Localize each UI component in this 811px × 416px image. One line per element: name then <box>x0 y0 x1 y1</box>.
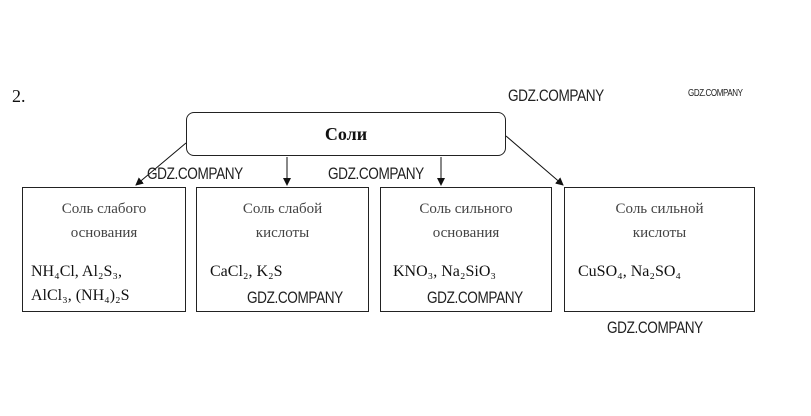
watermark: GDZ.COMPANY <box>688 88 743 99</box>
watermark: GDZ.COMPANY <box>147 164 243 183</box>
formula-line: CaCl₂, K₂S <box>210 263 283 280</box>
category-title: кислоты <box>255 225 310 241</box>
watermark: GDZ.COMPANY <box>427 288 523 307</box>
task-number: 2. <box>12 86 26 106</box>
category-title: Соль слабого <box>61 201 147 217</box>
category-box-strong-base: Соль сильного основания KNO₃, Na₂SiO₃ <box>380 187 552 312</box>
category-box-strong-acid: Соль сильной кислоты CuSO₄, Na₂SO₄ <box>564 187 755 312</box>
arrow-to-weak-base <box>135 142 187 186</box>
formula-line: KNO₃, Na₂SiO₃ <box>393 263 496 280</box>
category-box-weak-acid: Соль слабой кислоты CaCl₂, K₂S <box>196 187 369 312</box>
root-node-salts: Соли <box>186 112 506 156</box>
category-title: основания <box>432 225 500 241</box>
category-title: основания <box>70 225 138 241</box>
category-title: Соль слабой <box>242 201 323 217</box>
formula-line: CuSO₄, Na₂SO₄ <box>578 263 681 280</box>
category-title: Соль сильного <box>419 201 513 217</box>
formula-line: AlCl₃, (NH₄)₂S <box>31 287 130 304</box>
watermark: GDZ.COMPANY <box>508 86 604 105</box>
arrow-to-strong-acid <box>505 135 564 186</box>
formula-line: NH₄Cl, Al₂S₃, <box>31 263 122 280</box>
watermark: GDZ.COMPANY <box>607 318 703 337</box>
watermark: GDZ.COMPANY <box>328 164 424 183</box>
category-title: кислоты <box>632 225 687 241</box>
category-box-weak-base: Соль слабого основания NH₄Cl, Al₂S₃, AlCl₃… <box>22 187 186 312</box>
category-title: Соль сильной <box>615 201 704 217</box>
watermark: GDZ.COMPANY <box>247 288 343 307</box>
